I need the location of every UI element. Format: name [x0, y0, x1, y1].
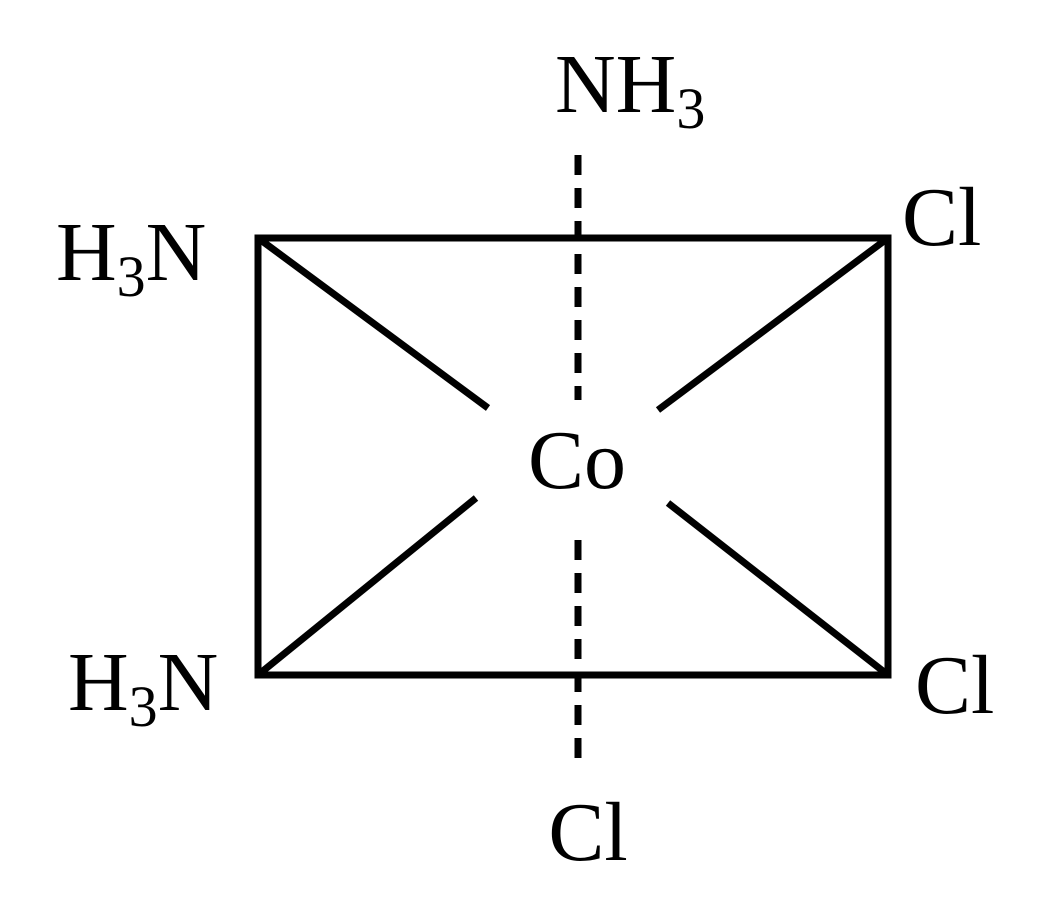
- ligand-upper-left-sub: 3: [117, 244, 146, 309]
- ligand-bottom-label: Cl: [548, 786, 627, 879]
- ligand-lower-right-label: Cl: [915, 639, 994, 732]
- ligand-top-main: NH: [555, 38, 676, 131]
- ligand-upper-left-main: N: [146, 206, 207, 299]
- equatorial-plane: [254, 234, 892, 679]
- bond-upper-left: [255, 235, 491, 411]
- ligand-lower-left-label: H3N: [68, 636, 218, 739]
- metal-center-label: Co: [528, 414, 626, 507]
- bond-lower-left: [255, 495, 479, 678]
- ligand-top-label: NH3: [555, 38, 705, 141]
- ligand-lower-left-prefix: H: [68, 636, 129, 729]
- bond-upper-right: [655, 235, 891, 413]
- ligand-lower-left-sub: 3: [129, 674, 158, 739]
- ligand-lower-left-main: N: [158, 636, 219, 729]
- ligand-upper-left-label: H3N: [56, 206, 206, 309]
- ligand-upper-left-prefix: H: [56, 206, 117, 299]
- ligand-top-sub: 3: [676, 76, 705, 141]
- ligand-upper-right-label: Cl: [902, 171, 981, 264]
- bond-lower-right: [665, 500, 891, 678]
